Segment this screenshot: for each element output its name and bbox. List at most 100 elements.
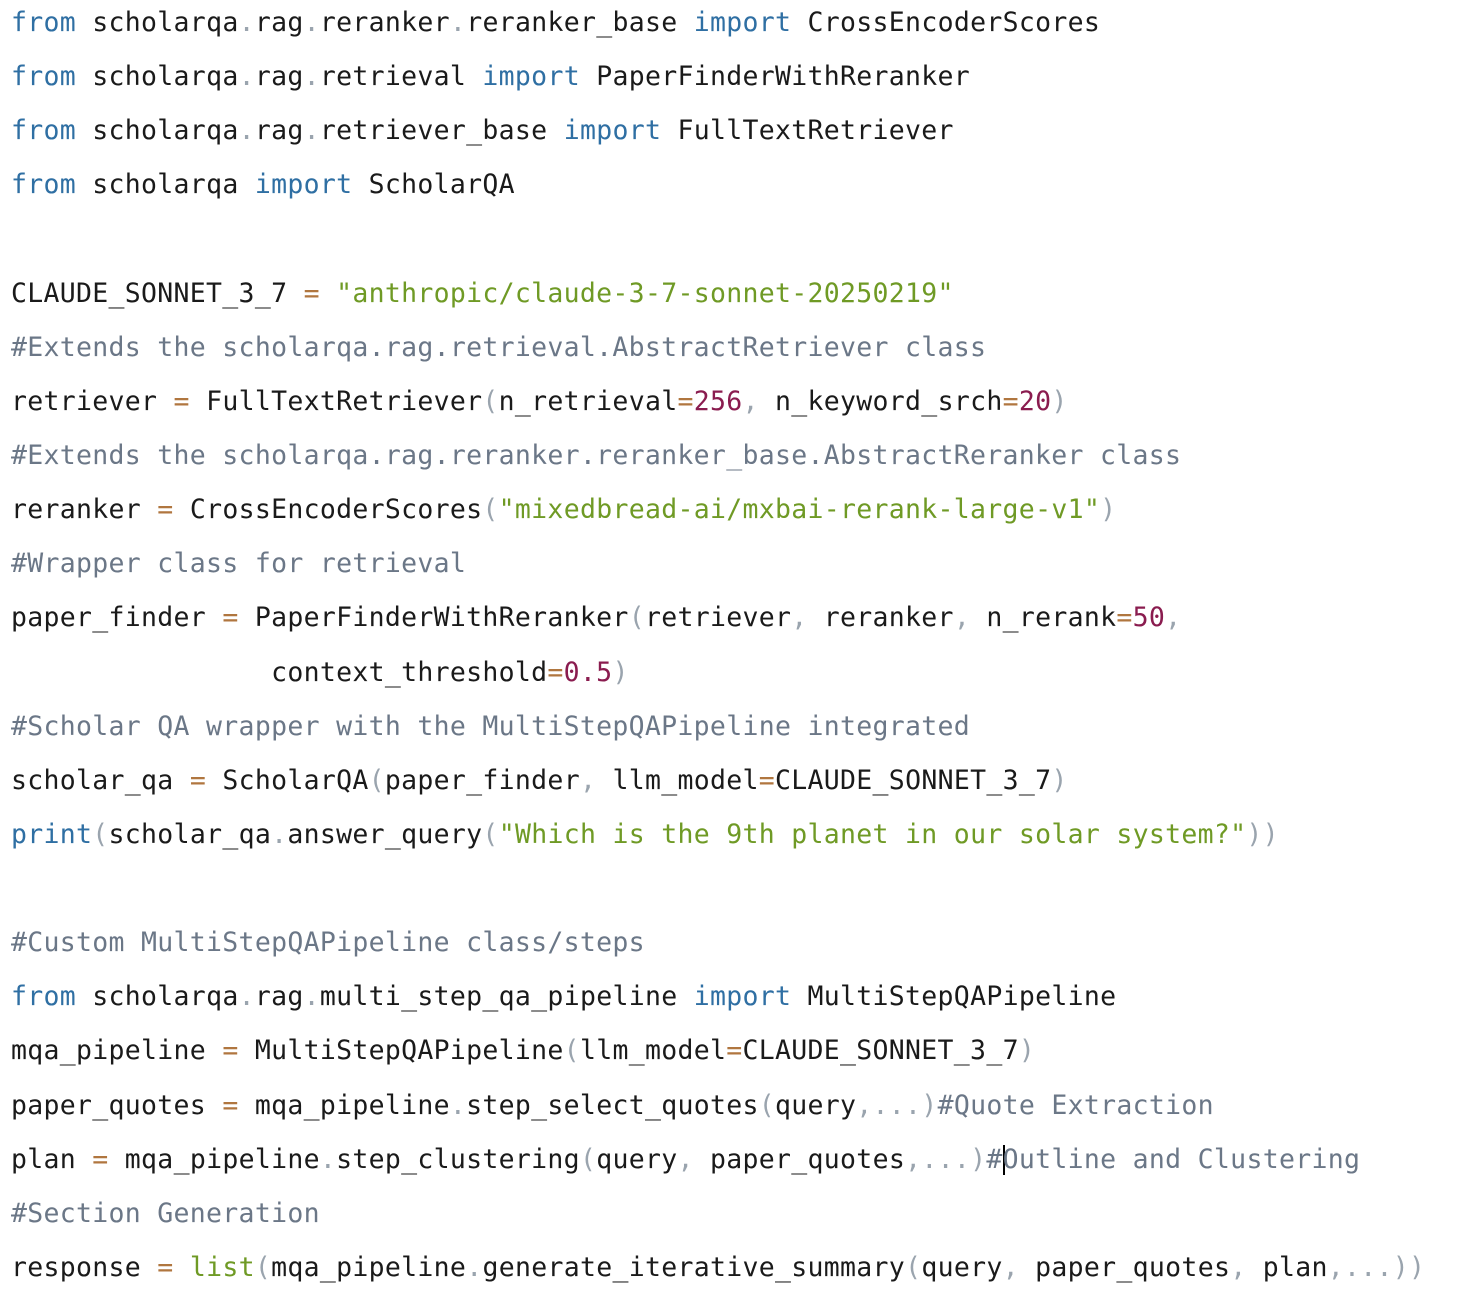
code-token-comment: #Extends the scholarqa.rag.reranker.rera… — [11, 440, 1182, 472]
code-line[interactable]: paper_quotes = mqa_pipeline.step_select_… — [11, 1086, 1214, 1126]
code-token-op: = — [726, 1035, 743, 1067]
code-token-op: = — [758, 764, 776, 796]
code-token-op: = — [303, 277, 320, 309]
code-token-name: rag — [254, 115, 304, 147]
code-token-punct: ) — [1100, 494, 1117, 526]
code-line[interactable]: from scholarqa.rag.reranker.reranker_bas… — [11, 3, 1100, 43]
code-token-punct: , — [579, 764, 597, 796]
code-token-comment: #Quote Extraction — [937, 1089, 1214, 1121]
code-line[interactable]: from scholarqa.rag.multi_step_qa_pipelin… — [11, 977, 1116, 1017]
code-line[interactable]: retriever = FullTextRetriever(n_retrieva… — [11, 382, 1068, 422]
code-token-punct: ) — [612, 656, 629, 688]
code-token-op: = — [173, 385, 190, 417]
code-token-punct: , — [677, 1143, 694, 1175]
code-token-op: = — [547, 656, 564, 688]
code-token-punct: ( — [579, 1143, 597, 1175]
code-token-punct: , — [1002, 1251, 1019, 1283]
code-token-name: n_retrieval — [498, 385, 678, 417]
code-token-punct: . — [238, 115, 255, 147]
code-token-name: mqa_pipeline — [238, 1089, 450, 1121]
code-token-name: scholarqa — [76, 981, 239, 1013]
code-line[interactable]: response = list(mqa_pipeline.generate_it… — [11, 1248, 1425, 1288]
code-token-name: reranker — [319, 7, 450, 38]
code-token-punct: . — [238, 61, 255, 93]
code-token-name: retriever — [11, 385, 174, 417]
code-line[interactable]: from scholarqa import ScholarQA — [11, 165, 515, 205]
code-token-name: plan — [1246, 1251, 1328, 1283]
code-token-number: 20 — [1018, 385, 1052, 417]
code-line[interactable]: from scholarqa.rag.retrieval import Pape… — [11, 57, 970, 97]
code-token-name: PaperFinderWithReranker — [579, 61, 971, 93]
code-line[interactable]: #Custom MultiStepQAPipeline class/steps — [11, 923, 645, 963]
code-token-punct: . — [303, 7, 320, 38]
code-token-op: = — [222, 602, 239, 634]
code-line[interactable]: #Section Generation — [11, 1194, 320, 1234]
code-line[interactable]: reranker = CrossEncoderScores("mixedbrea… — [11, 490, 1116, 530]
code-token-name: retriever_base — [319, 115, 564, 147]
code-token-keyword: import — [693, 7, 792, 38]
code-line[interactable]: paper_finder = PaperFinderWithReranker(r… — [11, 598, 1181, 638]
code-line[interactable]: scholar_qa = ScholarQA(paper_finder, llm… — [11, 761, 1068, 801]
code-token-name: reranker — [11, 494, 158, 526]
code-token-name: reranker_base — [466, 7, 694, 38]
code-token-punct: . — [271, 818, 288, 850]
code-token-punct: ,...) — [856, 1089, 938, 1121]
code-token-punct: ( — [482, 818, 499, 850]
code-token-punct: ( — [482, 494, 499, 526]
code-token-op: = — [1002, 385, 1019, 417]
code-token-name: llm_model — [579, 1035, 727, 1067]
code-token-name: CrossEncoderScores — [173, 494, 483, 526]
code-token-op: = — [222, 1035, 239, 1067]
code-token-punct: ( — [254, 1251, 272, 1283]
code-token-name: MultiStepQAPipeline — [791, 981, 1117, 1013]
code-token-keyword: from — [11, 115, 77, 147]
code-token-op: = — [157, 494, 174, 526]
code-token-punct: . — [303, 61, 320, 93]
code-line[interactable]: #Extends the scholarqa.rag.reranker.rera… — [11, 436, 1181, 476]
code-token-name: scholarqa — [76, 115, 239, 147]
code-token-punct: . — [303, 981, 320, 1013]
code-line[interactable]: #Scholar QA wrapper with the MultiStepQA… — [11, 707, 970, 747]
code-token-name: query — [775, 1089, 857, 1121]
code-token-name: mqa_pipeline — [11, 1035, 223, 1067]
code-line[interactable]: plan = mqa_pipeline.step_clustering(quer… — [11, 1140, 1360, 1180]
code-token-op: = — [189, 764, 207, 796]
code-token-name: CLAUDE_SONNET_3_7 — [775, 764, 1052, 796]
code-line[interactable]: context_threshold=0.5) — [11, 653, 629, 693]
code-token-name: retrieval — [319, 61, 483, 93]
code-token-punct: ( — [563, 1035, 580, 1067]
code-token-name: llm_model — [596, 764, 759, 796]
code-line[interactable]: #Extends the scholarqa.rag.retrieval.Abs… — [11, 328, 986, 368]
code-token-name: paper_quotes — [693, 1143, 906, 1175]
code-token-name — [174, 1252, 190, 1283]
code-token-keyword: import — [254, 169, 353, 201]
code-token-name: paper_quotes — [11, 1089, 223, 1121]
code-token-comment: #Section Generation — [11, 1197, 320, 1229]
code-line[interactable]: #Wrapper class for retrieval — [11, 544, 466, 584]
code-token-punct: ) — [1018, 1035, 1036, 1067]
code-line[interactable]: mqa_pipeline = MultiStepQAPipeline(llm_m… — [11, 1031, 1035, 1071]
code-token-keyword: from — [11, 169, 77, 201]
code-token-op: = — [92, 1143, 109, 1175]
code-token-punct: . — [449, 7, 467, 38]
code-token-punct: , — [953, 602, 971, 634]
code-token-punct: . — [238, 7, 255, 38]
code-token-op: = — [1116, 602, 1133, 634]
code-token-name: ScholarQA — [206, 764, 369, 796]
code-token-comment: # — [986, 1143, 1003, 1175]
code-token-punct: ) — [1051, 764, 1068, 796]
text-cursor — [1002, 1145, 1005, 1176]
code-line[interactable]: from scholarqa.rag.retriever_base import… — [11, 111, 954, 151]
code-token-comment: #Custom MultiStepQAPipeline class/steps — [11, 927, 645, 959]
code-token-name: step_clustering — [336, 1143, 580, 1175]
code-token-name: step_select_quotes — [466, 1089, 759, 1121]
code-token-name: scholarqa — [76, 7, 239, 38]
code-token-punct: ( — [368, 764, 385, 796]
code-line[interactable]: CLAUDE_SONNET_3_7 = "anthropic/claude-3-… — [11, 274, 954, 314]
code-token-name: plan — [11, 1143, 93, 1175]
code-line[interactable]: print(scholar_qa.answer_query("Which is … — [11, 815, 1279, 855]
code-token-keyword: import — [563, 115, 662, 147]
code-token-punct: . — [319, 1143, 337, 1175]
code-token-name: response — [11, 1251, 158, 1283]
